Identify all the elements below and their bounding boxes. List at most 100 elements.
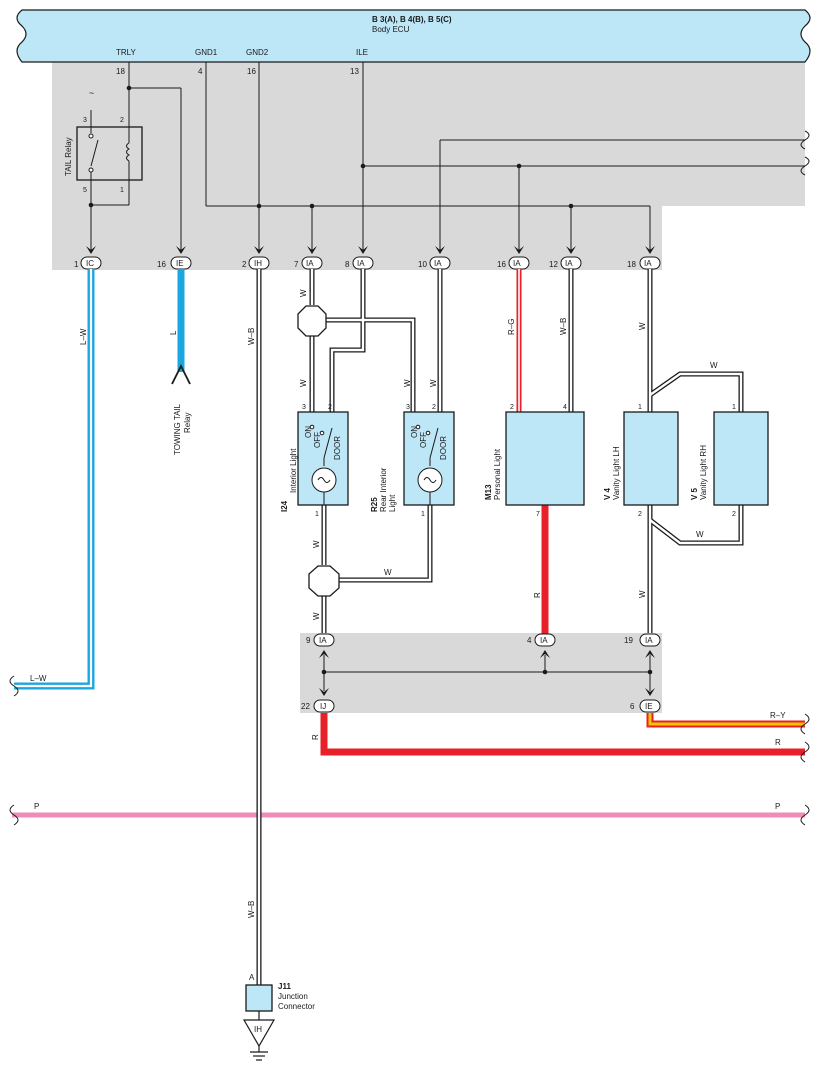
pin: 2 <box>432 404 436 411</box>
ecu-pin-label-ile: ILE <box>356 48 368 57</box>
component-name: Vanity Light LH <box>612 446 621 500</box>
break-mark-p-right <box>800 804 810 826</box>
wire-label-w-2: W <box>299 379 308 387</box>
switch-door: DOOR <box>333 436 342 460</box>
ecu-pin-num-trly: 18 <box>116 67 125 76</box>
switch-on: ON <box>304 426 313 438</box>
ecu-pin-num-ile: 13 <box>350 67 359 76</box>
wire-label-w-3: W <box>403 379 412 387</box>
junction-pin: A <box>249 973 255 982</box>
connector-code: IJ <box>320 702 326 711</box>
towing-label-1: TOWING TAIL <box>173 403 182 455</box>
wire-ry <box>646 713 805 728</box>
switch-door: DOOR <box>439 436 448 460</box>
break-mark-lw <box>9 675 19 697</box>
component-id: V 5 <box>690 487 699 500</box>
component-name-1: Rear Interior <box>379 467 388 512</box>
connector-num: 16 <box>497 260 506 269</box>
personal-light-m13: 2 4 7 M13 Personal Light <box>484 404 585 518</box>
connector-num: 7 <box>294 260 299 269</box>
break-mark-140 <box>800 130 810 150</box>
connector-bottom-2: 4 IA <box>527 633 556 647</box>
connector-top-7: 16 IA <box>497 256 530 270</box>
wire-label-ry: R–Y <box>770 711 786 720</box>
vanity-light-lh-v4: 1 2 V 4 Vanity Light LH <box>603 404 679 518</box>
ground-code: IH <box>254 1025 262 1034</box>
wire-r-bottom <box>320 713 805 756</box>
component-name-2: Light <box>388 494 397 512</box>
connector-code: IC <box>86 259 94 268</box>
switch-off: OFF <box>313 432 322 448</box>
wire-label-lw-horizontal: L–W <box>30 674 47 683</box>
junction-line1: Junction <box>278 992 308 1001</box>
connector-code: IA <box>357 259 365 268</box>
lower-junction-arrows <box>319 650 655 696</box>
pin: 2 <box>638 511 642 518</box>
ecu-title: B 3(A), B 4(B), B 5(C) <box>372 15 452 24</box>
break-mark-166 <box>800 156 810 176</box>
pin: 2 <box>328 404 332 411</box>
wire-label-l: L <box>169 330 178 335</box>
component-id: I24 <box>280 500 289 512</box>
tail-relay-pin-5: 5 <box>83 187 87 194</box>
connector-code: IA <box>565 259 573 268</box>
component-id: V 4 <box>603 487 612 500</box>
ecu-pin-label-gnd1: GND1 <box>195 48 218 57</box>
pin: 1 <box>638 404 642 411</box>
ecu-pin-label-trly: TRLY <box>116 48 137 57</box>
connector-num: 19 <box>624 636 633 645</box>
pin: 3 <box>406 404 410 411</box>
wire-lw <box>14 269 95 690</box>
connector-num: 2 <box>242 260 247 269</box>
junction-id: J11 <box>278 982 291 991</box>
pin: 4 <box>563 404 567 411</box>
wire-label-r-personal: R <box>533 592 542 598</box>
wire-label-w-vanity-top: W <box>710 361 718 370</box>
component-name: Interior Light <box>289 448 298 493</box>
lower-junction-panel <box>300 633 662 713</box>
splice-lower <box>308 565 340 597</box>
break-mark-ry <box>800 713 810 735</box>
connector-num: 9 <box>306 636 311 645</box>
tail-relay-tilde: ~ <box>89 88 94 98</box>
wire-label-w-1: W <box>299 289 308 297</box>
panel-wiring <box>90 62 805 250</box>
connector-code: IA <box>306 259 314 268</box>
wire-label-wb-upper: W–B <box>247 328 256 345</box>
connector-num: 8 <box>345 260 350 269</box>
junction-connector-j11: A J11 Junction Connector <box>245 973 315 1012</box>
connector-top-4: 7 IA <box>294 256 323 270</box>
connector-num: 18 <box>627 260 636 269</box>
connector-top-5: 8 IA <box>345 256 374 270</box>
pin: 2 <box>510 404 514 411</box>
interior-light-i24: 3 2 1 ON OFF DOOR I24 Interior Light <box>280 404 349 518</box>
connector-num: 22 <box>301 702 310 711</box>
connector-bottom-3: 19 IA <box>624 633 661 647</box>
tail-relay-coil <box>91 88 130 206</box>
connector-num: 16 <box>157 260 166 269</box>
top-connector-arrows <box>86 246 655 254</box>
ecu-pin-num-gnd1: 4 <box>198 67 203 76</box>
tail-relay-switch <box>88 110 99 205</box>
connector-code: IA <box>513 259 521 268</box>
body-ecu-banner <box>16 9 811 63</box>
connector-bottom-5: 6 IE <box>630 699 661 713</box>
tail-relay-pin-1: 1 <box>120 187 124 194</box>
pin: 7 <box>536 511 540 518</box>
switch-on: ON <box>410 426 419 438</box>
wire-label-w-7: W <box>384 568 392 577</box>
component-id: R25 <box>370 497 379 512</box>
pin: 2 <box>732 511 736 518</box>
tail-relay-pin-2: 2 <box>120 117 124 124</box>
connector-code: IH <box>254 259 262 268</box>
wire-label-p-left: P <box>34 802 39 811</box>
connector-code: IA <box>644 259 652 268</box>
ecu-name: Body ECU <box>372 25 410 34</box>
wire-label-w-4: W <box>429 379 438 387</box>
wire-label-r-bottom-left: R <box>311 734 320 740</box>
wire-label-w-6: W <box>312 540 321 548</box>
connector-code: IA <box>319 636 327 645</box>
connector-code: IA <box>540 636 548 645</box>
component-id: M13 <box>484 484 493 500</box>
